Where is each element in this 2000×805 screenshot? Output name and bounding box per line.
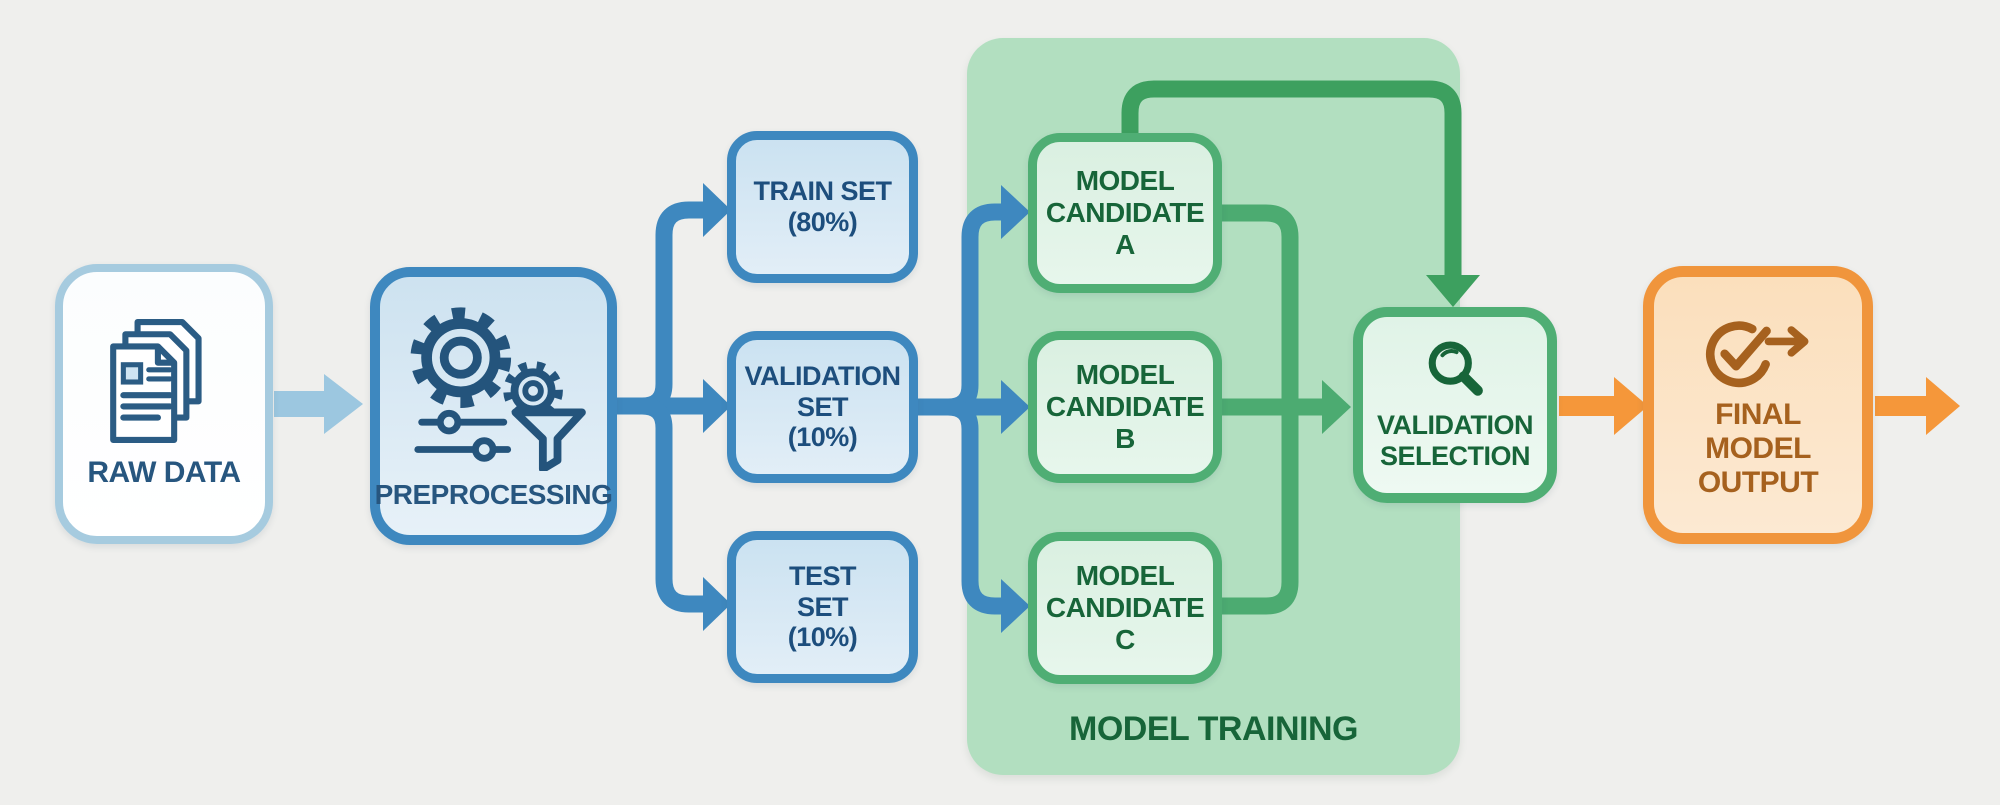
test-set-line3: (10%) <box>787 622 858 653</box>
test-set-line2: SET <box>796 591 849 622</box>
node-model-candidate-b: MODEL CANDIDATE B <box>1028 331 1222 483</box>
candidate-a-line2: CANDIDATE <box>1045 197 1205 229</box>
node-model-candidate-c: MODEL CANDIDATE C <box>1028 532 1222 684</box>
preprocessing-label: PREPROCESSING <box>374 479 613 511</box>
node-final-model-output: FINAL MODEL OUTPUT <box>1643 266 1873 544</box>
test-set-line1: TEST <box>788 560 857 591</box>
candidate-b-line1: MODEL <box>1075 359 1175 391</box>
magnifier-icon <box>1428 341 1483 396</box>
final-output-line2: MODEL <box>1705 431 1811 465</box>
node-validation-set: VALIDATION SET (10%) <box>727 331 918 483</box>
candidate-a-line3: A <box>1115 228 1135 260</box>
train-set-line1: TRAIN SET <box>753 176 892 207</box>
candidate-b-line3: B <box>1115 422 1135 454</box>
candidate-c-line3: C <box>1115 623 1135 655</box>
raw-data-label: RAW DATA <box>87 455 241 489</box>
node-model-candidate-a: MODEL CANDIDATE A <box>1028 133 1222 293</box>
candidate-c-line1: MODEL <box>1075 560 1175 592</box>
node-train-set: TRAIN SET (80%) <box>727 131 918 283</box>
candidate-c-line2: CANDIDATE <box>1045 592 1205 624</box>
final-output-line3: OUTPUT <box>1697 466 1819 500</box>
node-raw-data: RAW DATA <box>55 264 273 544</box>
validation-selection-line1: VALIDATION <box>1377 410 1534 441</box>
documents-icon <box>110 318 202 443</box>
validation-selection-line2: SELECTION <box>1379 441 1531 471</box>
arrowhead-rawdata-to-preprocessing <box>324 374 363 434</box>
connector-preprocessing-to-testset <box>617 397 703 613</box>
candidate-b-line2: CANDIDATE <box>1045 391 1205 423</box>
arrowhead-exit <box>1926 377 1960 435</box>
node-validation-selection: VALIDATION SELECTION <box>1353 307 1557 503</box>
validation-set-line2: SET <box>796 391 849 422</box>
connector-preprocessing-to-trainset <box>617 201 703 415</box>
node-preprocessing: PREPROCESSING <box>370 267 617 545</box>
check-arrow-icon <box>1706 321 1809 387</box>
validation-set-line1: VALIDATION <box>744 360 902 391</box>
gears-funnel-icon <box>409 307 586 472</box>
validation-set-line3: (10%) <box>787 422 858 453</box>
model-training-label: MODEL TRAINING <box>1069 710 1358 748</box>
train-set-line2: (80%) <box>787 207 858 237</box>
final-output-line1: FINAL <box>1715 397 1801 431</box>
candidate-a-line1: MODEL <box>1075 165 1175 197</box>
node-test-set: TEST SET (10%) <box>727 531 918 683</box>
